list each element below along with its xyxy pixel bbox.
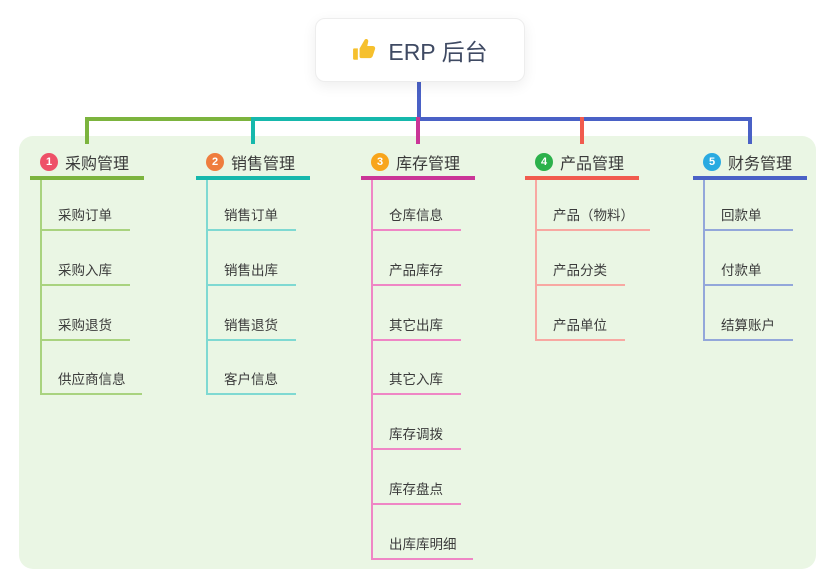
child-topic[interactable]: 仓库信息 [371,203,461,231]
child-topic[interactable]: 产品库存 [371,258,461,286]
root-trunk-line [417,82,421,121]
branch-connector-line [251,117,255,144]
child-topic-label: 库存调拨 [389,427,443,442]
thumbs-up-icon [353,38,376,60]
child-topic[interactable]: 库存调拨 [371,422,461,450]
branch-title[interactable]: 4 产品管理 [525,147,639,180]
branch-number-badge: 1 [40,152,58,171]
child-topic[interactable]: 产品单位 [535,313,625,341]
root-title: ERP 后台 [388,39,488,65]
child-topic-label: 产品库存 [389,263,443,278]
child-topic-label: 采购退货 [58,318,112,333]
child-topic[interactable]: 结算账户 [703,313,793,341]
child-topic-label: 付款单 [721,263,762,278]
child-topic-label: 其它入库 [389,372,443,387]
child-topic-label: 产品单位 [553,318,607,333]
mindmap-background-panel [19,136,816,569]
trunk-horizontal-line [251,117,420,121]
child-topic[interactable]: 供应商信息 [40,367,142,395]
child-topic-label: 结算账户 [721,318,775,333]
child-topic-label: 供应商信息 [58,372,126,387]
branch-title[interactable]: 5 财务管理 [693,147,807,180]
branch-connector-line [416,117,420,144]
branch-title[interactable]: 3 库存管理 [361,147,475,180]
child-topic-label: 库存盘点 [389,482,443,497]
child-topic[interactable]: 采购退货 [40,313,130,341]
branch-title[interactable]: 2 销售管理 [196,147,310,180]
child-topic[interactable]: 其它入库 [371,367,461,395]
root-node[interactable]: ERP 后台 [315,18,525,82]
branch-number-badge: 4 [535,152,553,171]
branch-number-badge: 5 [703,152,721,171]
child-topic[interactable]: 回款单 [703,203,793,231]
child-topic-label: 仓库信息 [389,208,443,223]
branch-title-label: 产品管理 [560,155,625,173]
branch-children-line [371,180,373,560]
child-topic-label: 其它出库 [389,318,443,333]
child-topic-label: 采购订单 [58,208,112,223]
trunk-horizontal-line [416,117,752,121]
child-topic-label: 出库库明细 [389,537,457,552]
branch-title-label: 采购管理 [65,155,130,173]
branch-title-label: 库存管理 [396,155,461,173]
branch-connector-line [580,117,584,144]
branch-children-line [703,180,705,341]
trunk-horizontal-line [85,117,255,121]
child-topic[interactable]: 产品（物料） [535,203,650,231]
child-topic-label: 销售出库 [224,263,278,278]
child-topic-label: 销售退货 [224,318,278,333]
branch-number-badge: 2 [206,152,224,171]
child-topic[interactable]: 库存盘点 [371,477,461,505]
branch-children-line [40,180,42,395]
child-topic[interactable]: 销售订单 [206,203,296,231]
child-topic[interactable]: 销售退货 [206,313,296,341]
branch-title-label: 财务管理 [728,155,793,173]
child-topic[interactable]: 出库库明细 [371,532,473,560]
child-topic[interactable]: 客户信息 [206,367,296,395]
branch-children-line [535,180,537,341]
child-topic-label: 产品（物料） [553,208,634,223]
branch-title-label: 销售管理 [231,155,296,173]
child-topic-label: 产品分类 [553,263,607,278]
branch-title[interactable]: 1 采购管理 [30,147,144,180]
child-topic[interactable]: 付款单 [703,258,793,286]
branch-connector-line [85,117,89,144]
child-topic[interactable]: 销售出库 [206,258,296,286]
child-topic[interactable]: 其它出库 [371,313,461,341]
child-topic-label: 采购入库 [58,263,112,278]
child-topic-label: 客户信息 [224,372,278,387]
branch-children-line [206,180,208,395]
child-topic[interactable]: 采购入库 [40,258,130,286]
child-topic[interactable]: 采购订单 [40,203,130,231]
branch-number-badge: 3 [371,152,389,171]
child-topic-label: 销售订单 [224,208,278,223]
child-topic[interactable]: 产品分类 [535,258,625,286]
child-topic-label: 回款单 [721,208,762,223]
branch-connector-line [748,117,752,144]
